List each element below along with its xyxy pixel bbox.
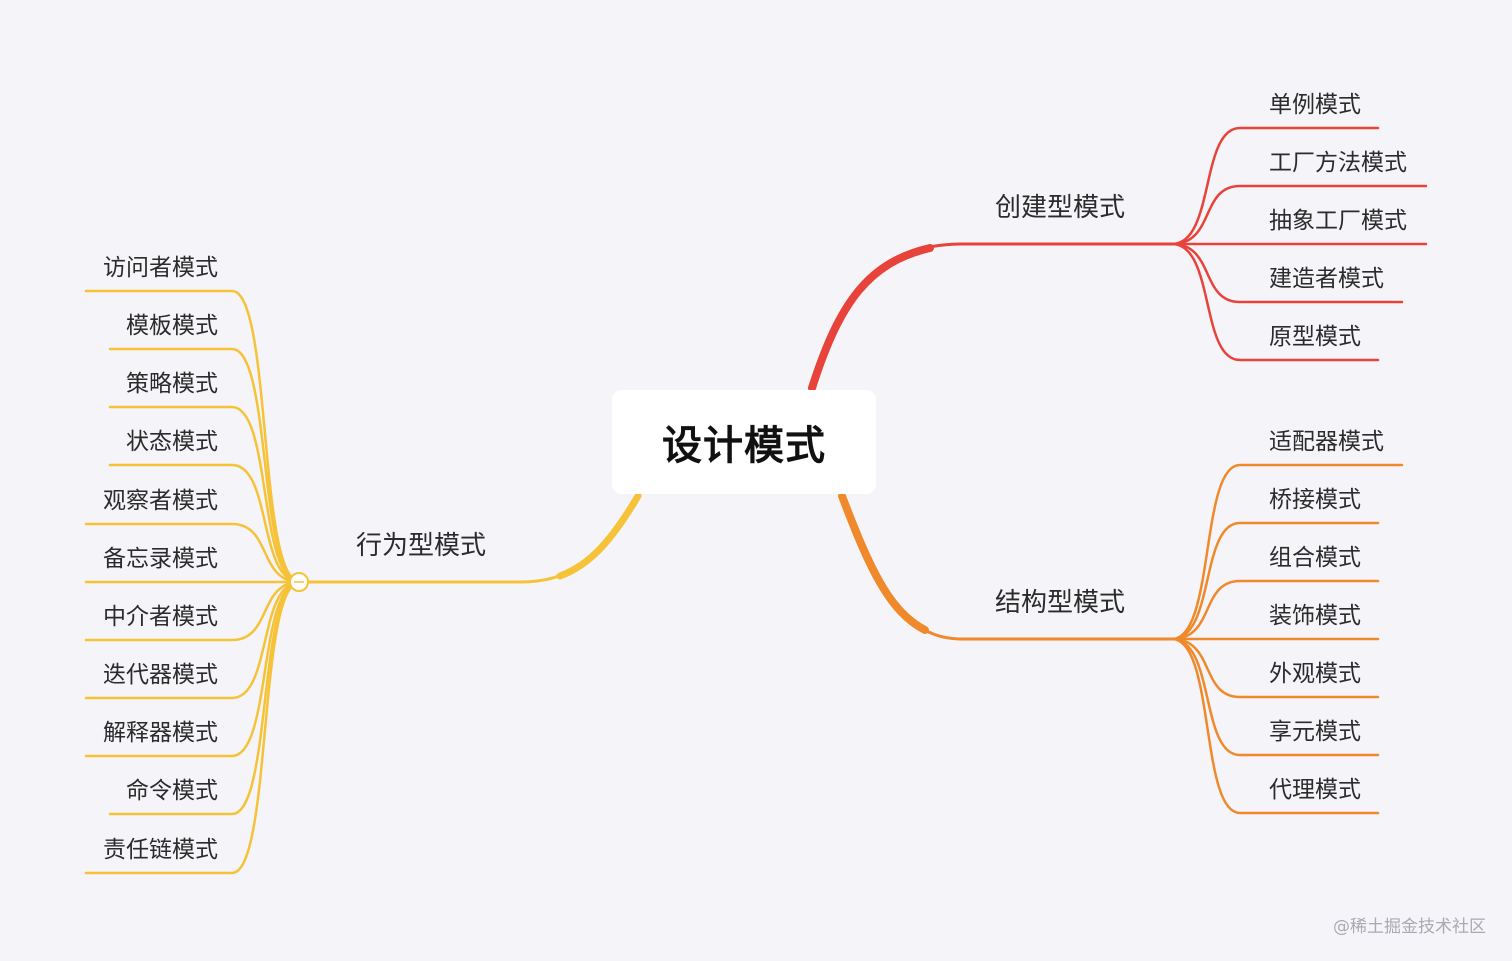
leaf-node[interactable]: 状态模式 [126, 429, 218, 455]
branch-link-creational-thick [808, 244, 934, 392]
leaf-link [108, 405, 302, 584]
leaf-link [84, 522, 302, 584]
leaf-node[interactable]: 建造者模式 [1269, 266, 1384, 292]
leaf-link [1170, 184, 1428, 246]
leaf-node[interactable]: 模板模式 [126, 313, 218, 339]
leaf-link [108, 463, 302, 584]
leaf-node[interactable]: 外观模式 [1269, 661, 1361, 687]
leaf-node[interactable]: 装饰模式 [1269, 603, 1361, 629]
leaf-link [1170, 637, 1380, 757]
leaf-node[interactable]: 迭代器模式 [103, 662, 218, 688]
leaf-link [1170, 579, 1380, 641]
leaf-node[interactable]: 组合模式 [1269, 545, 1361, 571]
leaf-link [1170, 242, 1380, 362]
leaf-link [1170, 521, 1380, 641]
leaf-link [84, 580, 302, 758]
leaf-link [84, 289, 302, 584]
branch-node-structural[interactable]: 结构型模式 [995, 588, 1126, 618]
leaf-node[interactable]: 访问者模式 [103, 255, 218, 281]
branch-link-creational [808, 242, 1174, 392]
leaf-node[interactable]: 解释器模式 [103, 720, 218, 746]
leaf-node[interactable]: 单例模式 [1269, 92, 1361, 118]
leaf-node[interactable]: 享元模式 [1269, 719, 1361, 745]
leaf-node[interactable]: 观察者模式 [103, 488, 218, 514]
leaf-link [108, 347, 302, 584]
leaf-link [1170, 637, 1380, 699]
leaf-link [1170, 637, 1380, 815]
leaf-node[interactable]: 责任链模式 [103, 837, 218, 863]
leaf-node[interactable]: 原型模式 [1269, 324, 1361, 350]
leaf-node[interactable]: 命令模式 [126, 778, 218, 804]
leaf-link [84, 580, 302, 700]
root-node-label: 设计模式 [662, 423, 826, 469]
leaf-link [84, 580, 302, 875]
leaf-node[interactable]: 代理模式 [1269, 777, 1361, 803]
leaf-link [1170, 126, 1380, 246]
leaf-node[interactable]: 抽象工厂模式 [1269, 208, 1407, 234]
branch-link-structural-thick [838, 492, 929, 634]
leaf-node[interactable]: 策略模式 [126, 371, 218, 397]
branch-link-behavioral-thick [556, 492, 642, 580]
leaf-node[interactable]: 工厂方法模式 [1269, 150, 1407, 176]
leaf-node[interactable]: 适配器模式 [1269, 429, 1384, 455]
leaf-link [1170, 463, 1404, 641]
leaf-link [84, 580, 302, 642]
leaf-link [1170, 242, 1404, 304]
leaf-node[interactable]: 桥接模式 [1269, 487, 1361, 513]
watermark: @稀土掘金技术社区 [1333, 917, 1486, 937]
branch-node-behavioral[interactable]: 行为型模式 [356, 531, 487, 561]
leaf-node[interactable]: 中介者模式 [103, 604, 218, 630]
branch-node-creational[interactable]: 创建型模式 [995, 193, 1126, 223]
root-node[interactable]: 设计模式 [612, 390, 876, 494]
leaf-node[interactable]: 备忘录模式 [103, 546, 218, 572]
